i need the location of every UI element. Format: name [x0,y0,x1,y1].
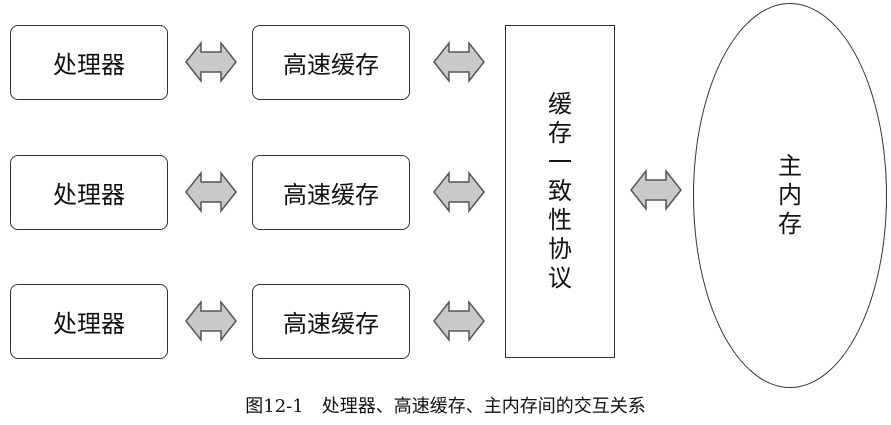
double-arrow-icon [630,168,682,212]
processor-label-1: 处理器 [53,51,125,79]
cache-label-3: 高速缓存 [283,310,379,338]
cache-box-1: 高速缓存 [252,25,410,100]
main-memory-ellipse: 主内存 [693,3,887,388]
cache-label-2: 高速缓存 [283,181,379,209]
coherence-protocol-box: 缓存一致性协议 [505,25,615,358]
cache-box-3: 高速缓存 [252,284,410,359]
double-arrow-icon [185,170,237,214]
main-memory-label: 主内存 [777,152,802,238]
processor-label-3: 处理器 [53,310,125,338]
double-arrow-icon [433,299,485,343]
figure-caption: 图12-1 处理器、高速缓存、主内存间的交互关系 [245,396,646,417]
processor-box-1: 处理器 [10,25,168,100]
cache-label-1: 高速缓存 [283,51,379,79]
coherence-protocol-label: 缓存一致性协议 [547,90,572,292]
cache-box-2: 高速缓存 [252,155,410,230]
processor-label-2: 处理器 [53,181,125,209]
processor-box-3: 处理器 [10,284,168,359]
double-arrow-icon [185,40,237,84]
double-arrow-icon [433,170,485,214]
double-arrow-icon [433,40,485,84]
processor-box-2: 处理器 [10,155,168,230]
double-arrow-icon [185,299,237,343]
